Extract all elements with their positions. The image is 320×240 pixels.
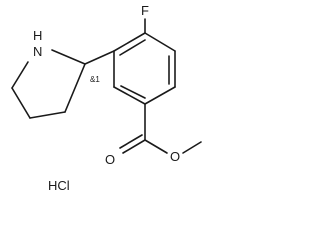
structure-canvas: F H N &1 O O HCl	[11, 3, 202, 193]
ring-bond	[144, 32, 176, 52]
amine-n-label: N	[33, 44, 42, 59]
molecule-diagram: F H N &1 O O HCl	[11, 3, 202, 193]
ring-double-bond	[120, 85, 146, 99]
ring-bond	[113, 32, 146, 52]
ester-oxygen-label: O	[170, 149, 180, 164]
ester-group	[119, 103, 202, 154]
carbonyl-double-bond	[122, 139, 146, 154]
ring-double-bond	[119, 39, 146, 56]
fluorine-label: F	[141, 3, 149, 18]
pyrrolidine-ring	[11, 49, 115, 119]
benzene-ring	[113, 32, 176, 105]
c2-n-bond	[51, 49, 86, 65]
aryl-pyrrolidine-bond	[84, 50, 115, 65]
hcl-salt-label: HCl	[48, 178, 70, 193]
n-c5-bond	[11, 61, 29, 89]
carbonyl-oxygen-label: O	[105, 152, 115, 167]
ring-bond	[113, 86, 146, 105]
c5-c4-bond	[11, 87, 31, 119]
o-methyl-bond	[182, 141, 202, 154]
stereo-label: &1	[90, 75, 100, 84]
c4-c3-bond	[29, 111, 66, 119]
ring-bond	[144, 86, 176, 105]
amine-h-label: H	[33, 28, 42, 43]
c3-c2-bond	[64, 63, 86, 113]
carbonyl-double-bond	[119, 134, 143, 149]
c-o-ester-bond	[144, 139, 168, 154]
